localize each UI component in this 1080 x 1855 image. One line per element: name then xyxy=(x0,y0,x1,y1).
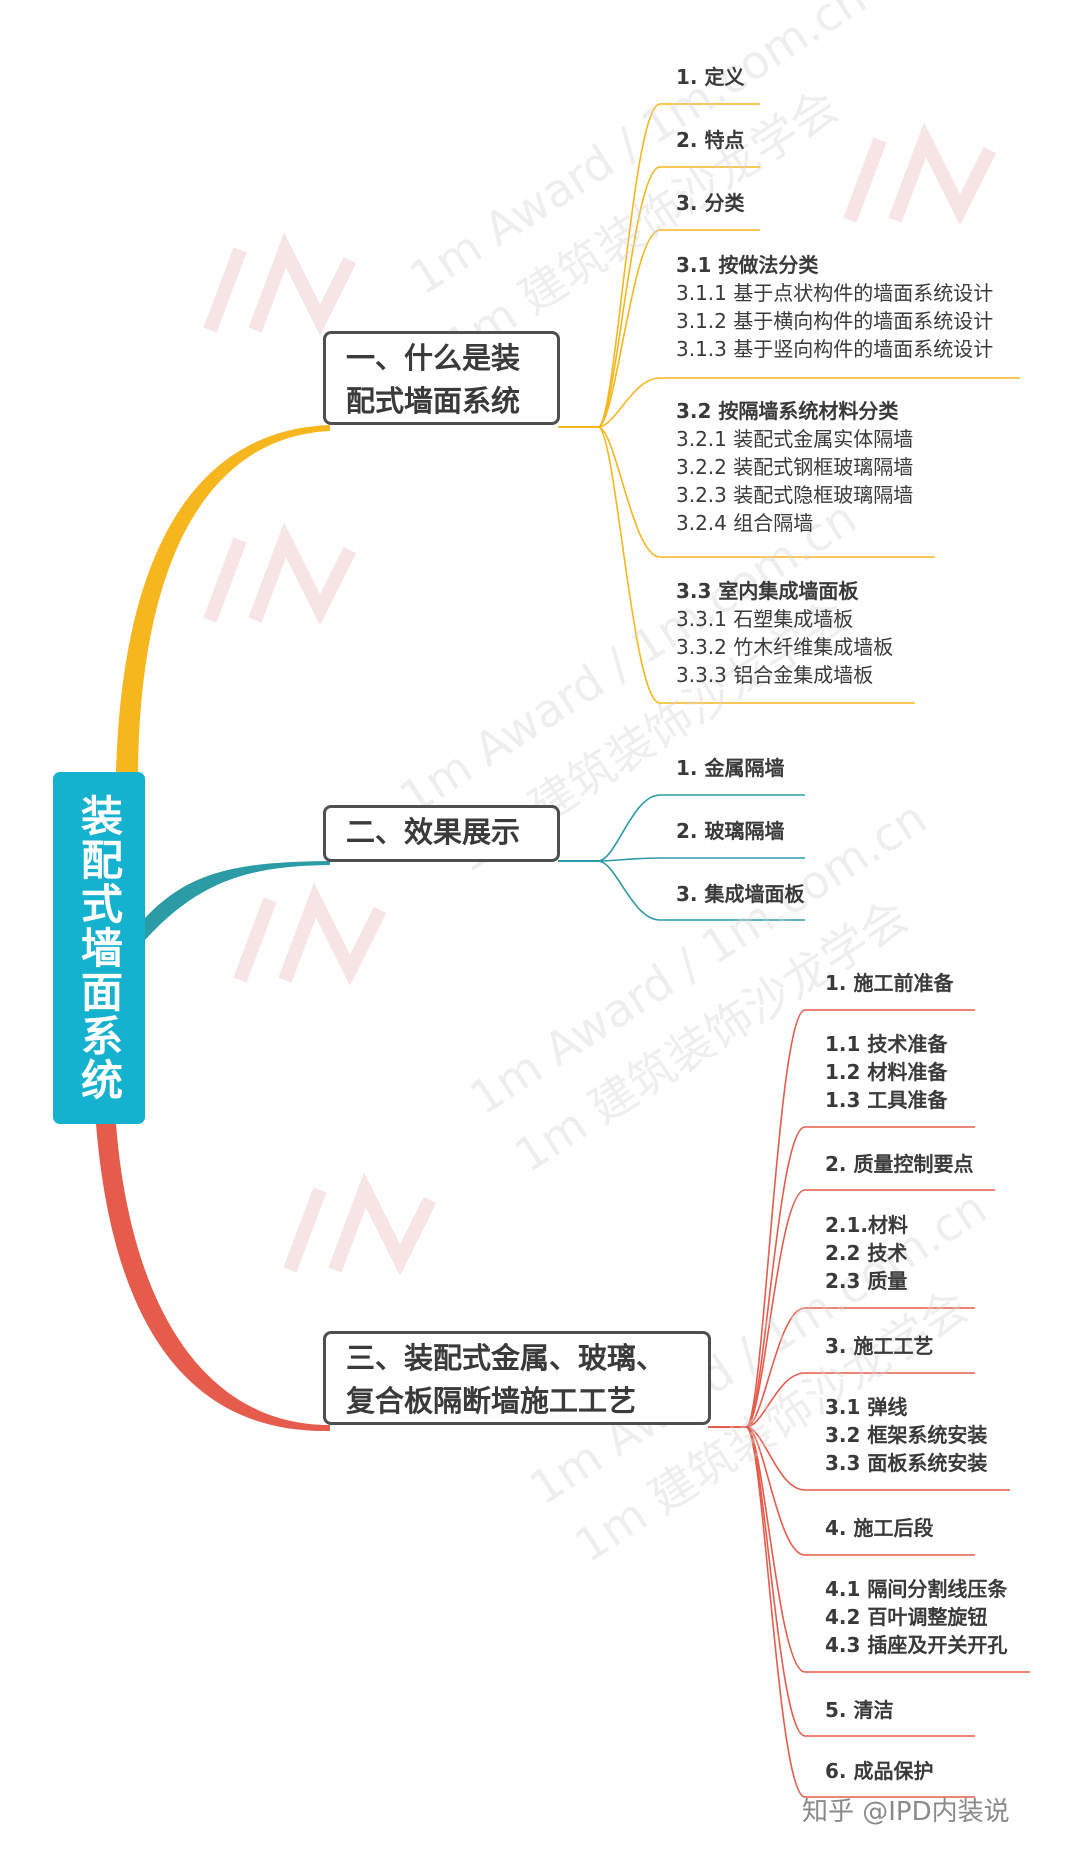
branch-3-connector xyxy=(745,1372,806,1428)
topic-what-is[interactable]: 一、什么是装 配式墙面系统 xyxy=(323,331,560,425)
main-branch-2 xyxy=(145,861,330,940)
topic-construction-process[interactable]: 三、装配式金属、玻璃、 复合板隔断墙施工工艺 xyxy=(323,1331,711,1425)
branch-2-connector xyxy=(597,857,661,862)
branch-3-connector xyxy=(745,1426,806,1556)
subtopic-line: 3.2.2 装配式钢框玻璃隔墙 xyxy=(676,455,914,479)
branch-3-connector xyxy=(745,1009,806,1428)
subtopic-line: 5. 清洁 xyxy=(825,1698,894,1722)
subtopic-line: 4. 施工后段 xyxy=(825,1516,934,1540)
source-credit: 知乎 @IPD内装说 xyxy=(802,1797,1010,1827)
subtopic-line: 2. 质量控制要点 xyxy=(825,1152,974,1176)
subtopic-line: 3. 施工工艺 xyxy=(825,1334,934,1358)
subtopic-line: 3.3 室内集成墙面板 xyxy=(676,579,859,603)
subtopic-integrated-panels[interactable]: 3.3 室内集成墙面板 3.3.1 石塑集成墙板 3.3.2 竹木纤维集成墙板 … xyxy=(676,577,893,689)
branch-3-connector xyxy=(745,1426,806,1491)
subtopic-process[interactable]: 3. 施工工艺 xyxy=(825,1332,933,1360)
subtopic-line: 3.3.3 铝合金集成墙板 xyxy=(676,663,874,687)
subtopic-line: 1. 施工前准备 xyxy=(825,971,954,995)
subtopic-line: 3. 集成墙面板 xyxy=(676,882,805,906)
subtopic-classification[interactable]: 3. 分类 xyxy=(676,189,744,217)
subtopic-line: 3.2 框架系统安装 xyxy=(825,1423,988,1447)
subtopic-line: 3. 分类 xyxy=(676,191,745,215)
subtopic-line: 3.3.1 石塑集成墙板 xyxy=(676,607,854,631)
branch-3-connector xyxy=(745,1307,806,1428)
subtopic-preparation-details[interactable]: 1.1 技术准备 1.2 材料准备 1.3 工具准备 xyxy=(825,1030,947,1114)
subtopic-line: 3.2.1 装配式金属实体隔墙 xyxy=(676,427,914,451)
subtopic-line: 3.3 面板系统安装 xyxy=(825,1451,988,1475)
subtopic-by-method[interactable]: 3.1 按做法分类 3.1.1 基于点状构件的墙面系统设计 3.1.2 基于横向… xyxy=(676,251,993,363)
branch-1-connector xyxy=(597,166,661,428)
topic-showcase[interactable]: 二、效果展示 xyxy=(323,805,560,862)
subtopic-post-construction-details[interactable]: 4.1 隔间分割线压条 4.2 百叶调整旋钮 4.3 插座及开关开孔 xyxy=(825,1575,1007,1659)
subtopic-line: 4.1 隔间分割线压条 xyxy=(825,1577,1008,1601)
subtopic-protection[interactable]: 6. 成品保护 xyxy=(825,1757,933,1785)
subtopic-quality-details[interactable]: 2.1.材料 2.2 技术 2.3 质量 xyxy=(825,1211,908,1295)
subtopic-line: 2. 特点 xyxy=(676,128,745,152)
subtopic-glass-partition[interactable]: 2. 玻璃隔墙 xyxy=(676,817,784,845)
subtopic-line: 3.1.2 基于横向构件的墙面系统设计 xyxy=(676,309,994,333)
branch-1-connector xyxy=(597,426,661,704)
branch-3-connector xyxy=(745,1426,806,1798)
subtopic-line: 3.1.1 基于点状构件的墙面系统设计 xyxy=(676,281,994,305)
subtopic-process-details[interactable]: 3.1 弹线 3.2 框架系统安装 3.3 面板系统安装 xyxy=(825,1393,987,1477)
branch-1-connector xyxy=(597,229,661,428)
topic-title-line: 配式墙面系统 xyxy=(346,384,521,418)
branch-1-connector xyxy=(597,103,661,428)
subtopic-quality-control[interactable]: 2. 质量控制要点 xyxy=(825,1150,973,1178)
subtopic-line: 1. 定义 xyxy=(676,65,745,89)
topic-title-line: 三、装配式金属、玻璃、 xyxy=(346,1341,666,1375)
subtopic-line: 2. 玻璃隔墙 xyxy=(676,819,785,843)
subtopic-line: 2.2 技术 xyxy=(825,1241,908,1265)
subtopic-by-material[interactable]: 3.2 按隔墙系统材料分类 3.2.1 装配式金属实体隔墙 3.2.2 装配式钢… xyxy=(676,397,913,537)
subtopic-line: 3.2.3 装配式隐框玻璃隔墙 xyxy=(676,483,914,507)
subtopic-line: 1. 金属隔墙 xyxy=(676,756,785,780)
branch-2-connector xyxy=(597,794,661,862)
root-label: 装配式墙面系统 xyxy=(74,794,124,1102)
subtopic-line: 3.1.3 基于竖向构件的墙面系统设计 xyxy=(676,337,994,361)
subtopic-line: 6. 成品保护 xyxy=(825,1759,934,1783)
branch-3-connector xyxy=(745,1126,806,1428)
subtopic-line: 3.2 按隔墙系统材料分类 xyxy=(676,399,899,423)
subtopic-line: 3.3.2 竹木纤维集成墙板 xyxy=(676,635,894,659)
subtopic-line: 3.1 按做法分类 xyxy=(676,253,819,277)
topic-title-line: 一、什么是装 xyxy=(346,341,521,375)
subtopic-line: 3.2.4 组合隔墙 xyxy=(676,511,814,535)
subtopic-cleaning[interactable]: 5. 清洁 xyxy=(825,1696,893,1724)
branch-3-connector xyxy=(745,1426,806,1737)
subtopic-line: 2.3 质量 xyxy=(825,1269,908,1293)
subtopic-line: 1.3 工具准备 xyxy=(825,1088,948,1112)
subtopic-metal-partition[interactable]: 1. 金属隔墙 xyxy=(676,754,784,782)
branch-3-connector xyxy=(745,1189,806,1428)
subtopic-line: 2.1.材料 xyxy=(825,1213,909,1237)
subtopic-line: 4.3 插座及开关开孔 xyxy=(825,1633,1008,1657)
subtopic-line: 1.1 技术准备 xyxy=(825,1032,948,1056)
subtopic-line: 1.2 材料准备 xyxy=(825,1060,948,1084)
main-branch-1 xyxy=(116,425,330,772)
topic-title-line: 二、效果展示 xyxy=(346,815,521,849)
root-node[interactable]: 装配式墙面系统 xyxy=(53,772,145,1124)
subtopic-definition[interactable]: 1. 定义 xyxy=(676,63,744,91)
subtopic-integrated-wall-panel[interactable]: 3. 集成墙面板 xyxy=(676,880,804,908)
subtopic-features[interactable]: 2. 特点 xyxy=(676,126,744,154)
subtopic-line: 4.2 百叶调整旋钮 xyxy=(825,1605,988,1629)
subtopic-preparation[interactable]: 1. 施工前准备 xyxy=(825,969,953,997)
branch-2-connector xyxy=(597,860,661,921)
topic-title-line: 复合板隔断墙施工工艺 xyxy=(346,1384,637,1418)
subtopic-post-construction[interactable]: 4. 施工后段 xyxy=(825,1514,933,1542)
branch-1-connector xyxy=(597,377,661,428)
branch-1-connector xyxy=(597,426,661,558)
subtopic-line: 3.1 弹线 xyxy=(825,1395,908,1419)
main-branch-3 xyxy=(96,1124,330,1432)
